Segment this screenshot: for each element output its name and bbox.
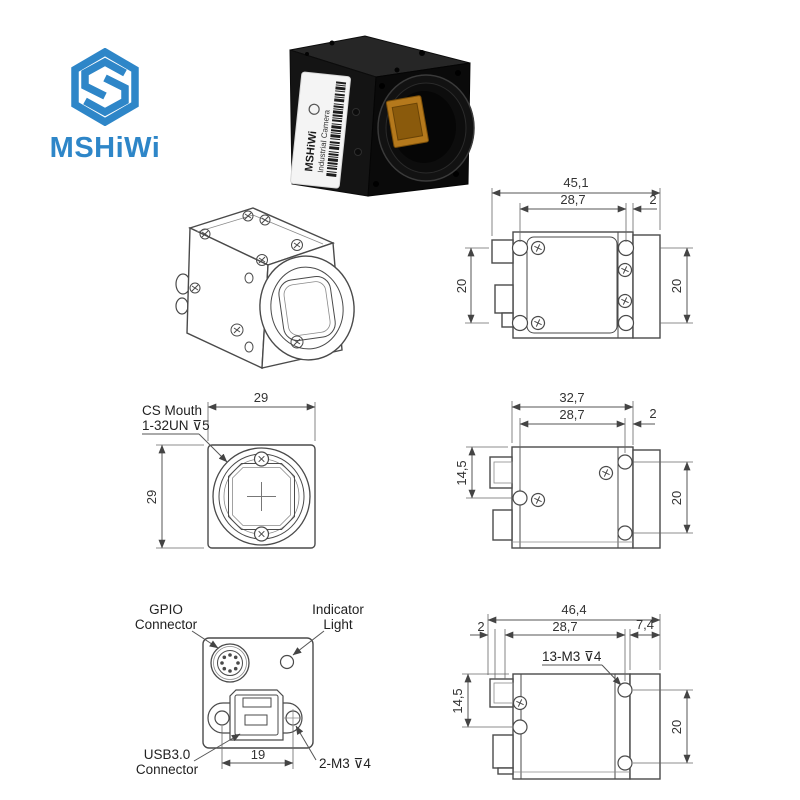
hexagon-cube-logo-icon xyxy=(71,47,139,127)
usb-label-line2: Connector xyxy=(136,762,199,777)
rear-view-drawing: GPIO Connector Indicator Light USB3.0 Co… xyxy=(135,602,372,777)
indicator-label-line2: Light xyxy=(323,617,353,632)
center-cross xyxy=(247,482,276,511)
dim-connector-height-label: 14,5 xyxy=(454,460,469,485)
gpio-label-line2: Connector xyxy=(135,617,198,632)
dim-screw-spacing: 19 xyxy=(221,726,294,769)
usb-callout: USB3.0 Connector xyxy=(136,733,241,777)
usb-label-line1: USB3.0 xyxy=(144,747,191,762)
dim-left-height-label: 20 xyxy=(455,279,469,293)
brand-name: MSHiWi xyxy=(49,132,161,164)
iso-top-screws xyxy=(199,210,303,266)
logo-s-bottom-stroke xyxy=(83,74,129,117)
top-view-drawing: 45,1 28,7 2 20 20 xyxy=(455,175,693,339)
thread-note-label: 2-M3 ⊽4 xyxy=(319,756,371,771)
thread-note-callout: 13-M3 ⊽4 xyxy=(542,649,622,686)
side-view-screws xyxy=(530,465,614,508)
dim-total-width-label: 32,7 xyxy=(559,390,584,405)
logo-s-top-stroke xyxy=(81,57,127,100)
label-logo-icon xyxy=(308,103,320,115)
front-view-screws xyxy=(253,451,270,542)
rear-panel xyxy=(202,637,314,749)
image-sensor xyxy=(385,95,429,148)
camera-label: MSHiWi Industrial Camera xyxy=(290,71,351,189)
dim-total-width: 45,1 xyxy=(491,175,661,236)
rear-side-body xyxy=(489,673,661,780)
dim-screw-spacing-label: 28,7 xyxy=(552,619,577,634)
usb-connector xyxy=(207,689,303,741)
indicator-callout: Indicator Light xyxy=(292,602,364,656)
dim-screw-spacing: 28,7 xyxy=(519,407,626,489)
dim-height-label: 29 xyxy=(144,490,159,504)
dim-connector-height-label: 14,5 xyxy=(450,688,465,713)
dim-right-height: 20 xyxy=(660,247,693,324)
front-view-body xyxy=(207,444,316,549)
dim-width-label: 29 xyxy=(254,390,268,405)
dim-connector-height: 14,5 xyxy=(454,446,513,499)
dim-connector-height: 14,5 xyxy=(450,673,512,728)
dim-edge-offset-label: 2 xyxy=(477,619,484,634)
dim-edge-offset: 2 xyxy=(470,619,496,679)
indicator-light xyxy=(279,654,295,670)
indicator-label-line1: Indicator xyxy=(312,602,364,617)
brand-logo: MSHiWi xyxy=(25,47,185,164)
camera-product-photo: MSHiWi Industrial Camera xyxy=(289,35,475,197)
side-view-body xyxy=(489,446,661,549)
dim-front-depth: 7,4 xyxy=(629,617,661,670)
iso-ring-screw xyxy=(290,335,304,349)
mount-callout: CS Mouth 1-32UN ⊽5 xyxy=(142,403,228,463)
dim-total-width-label: 46,4 xyxy=(561,602,586,617)
iso-lens-ring xyxy=(259,255,355,361)
label-barcode xyxy=(326,81,347,178)
dim-height: 29 xyxy=(144,444,204,549)
dim-screw-height-label: 20 xyxy=(669,720,684,734)
side-view-drawing: 32,7 28,7 2 14,5 20 xyxy=(454,390,693,549)
dim-edge-offset: 2 xyxy=(632,192,657,232)
label-brand-text: MSHiWi xyxy=(303,130,319,172)
dim-total-width: 32,7 xyxy=(511,390,634,445)
dim-screw-spacing-label: 28,7 xyxy=(560,192,585,207)
dim-edge-offset-label: 2 xyxy=(649,406,656,421)
dim-screw-height: 20 xyxy=(633,689,693,764)
dim-screw-height-label: 20 xyxy=(669,491,684,505)
dim-width: 29 xyxy=(207,390,316,441)
gpio-label-line1: GPIO xyxy=(149,602,183,617)
dim-edge-offset-label: 2 xyxy=(649,192,656,207)
hexagon-outline xyxy=(71,47,139,127)
thread-note-label: 13-M3 ⊽4 xyxy=(542,649,602,664)
gpio-connector xyxy=(210,643,250,683)
thread-note-callout: 2-M3 ⊽4 xyxy=(295,725,371,771)
dim-screw-height: 20 xyxy=(633,461,693,534)
dim-screw-spacing: 28,7 xyxy=(519,192,627,242)
dim-edge-offset: 2 xyxy=(632,406,657,428)
top-view-body xyxy=(491,231,661,339)
dim-total-width-label: 45,1 xyxy=(563,175,588,190)
lens-mount xyxy=(377,74,475,182)
mount-label-line1: CS Mouth xyxy=(142,403,202,418)
rear-side-view-drawing: 46,4 2 28,7 7,4 13-M3 ⊽4 14,5 xyxy=(450,602,693,780)
iso-side-screws xyxy=(189,272,254,353)
dim-right-height-label: 20 xyxy=(669,279,684,293)
dim-total-width: 46,4 xyxy=(487,602,661,675)
dim-left-height: 20 xyxy=(455,247,489,324)
gpio-callout: GPIO Connector xyxy=(135,602,219,649)
isometric-view-drawing xyxy=(175,207,355,370)
rear-side-screws xyxy=(512,695,528,711)
front-view-drawing: 29 29 CS Mouth 1-32UN ⊽5 xyxy=(142,390,316,549)
dim-screw-spacing: 28,7 xyxy=(504,619,626,681)
top-view-screws xyxy=(530,240,633,331)
dim-screw-spacing-label: 19 xyxy=(251,747,265,762)
mount-label-line2: 1-32UN ⊽5 xyxy=(142,418,210,433)
dim-front-depth-label: 7,4 xyxy=(636,617,654,632)
dim-screw-spacing-label: 28,7 xyxy=(559,407,584,422)
